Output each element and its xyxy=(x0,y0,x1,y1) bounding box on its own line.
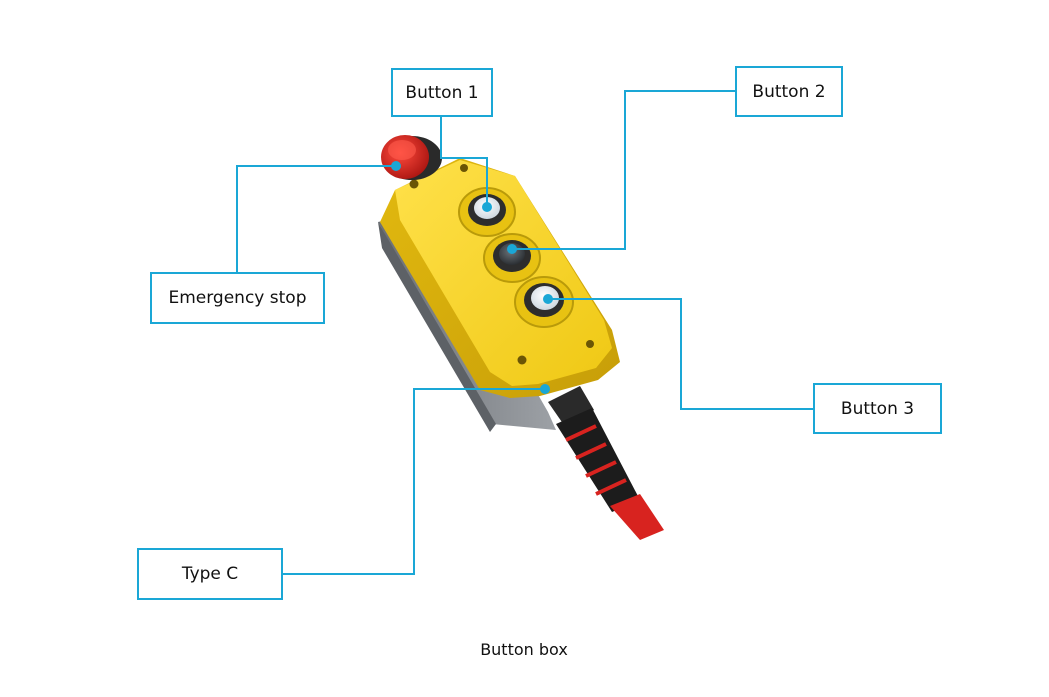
callout-dot-estop xyxy=(391,161,401,171)
label-button-3: Button 3 xyxy=(813,383,942,434)
callout-line-button1 xyxy=(440,117,488,207)
figure-caption: Button box xyxy=(480,640,568,659)
label-button-2: Button 2 xyxy=(735,66,843,117)
label-emergency-stop-text: Emergency stop xyxy=(168,288,307,308)
callout-dot-typec xyxy=(540,384,550,394)
label-emergency-stop: Emergency stop xyxy=(150,272,325,324)
callout-line-estop xyxy=(236,165,396,272)
callout-line-button2 xyxy=(512,90,735,250)
callout-line-button3 xyxy=(548,298,813,410)
label-button-1: Button 1 xyxy=(391,68,493,117)
cable-assembly xyxy=(548,386,664,540)
callout-dot-button2 xyxy=(507,244,517,254)
label-button-2-text: Button 2 xyxy=(752,81,826,102)
callout-line-typec xyxy=(283,388,545,575)
callout-dot-button1 xyxy=(482,202,492,212)
callout-dot-button3 xyxy=(543,294,553,304)
label-button-1-text: Button 1 xyxy=(405,82,479,103)
label-button-3-text: Button 3 xyxy=(840,398,915,419)
button-2-shape xyxy=(483,233,541,283)
emergency-stop-knob xyxy=(381,135,442,180)
callout-lines xyxy=(236,90,813,575)
callout-dots xyxy=(391,161,553,394)
label-type-c-text: Type C xyxy=(181,564,239,584)
label-type-c: Type C xyxy=(137,548,283,600)
